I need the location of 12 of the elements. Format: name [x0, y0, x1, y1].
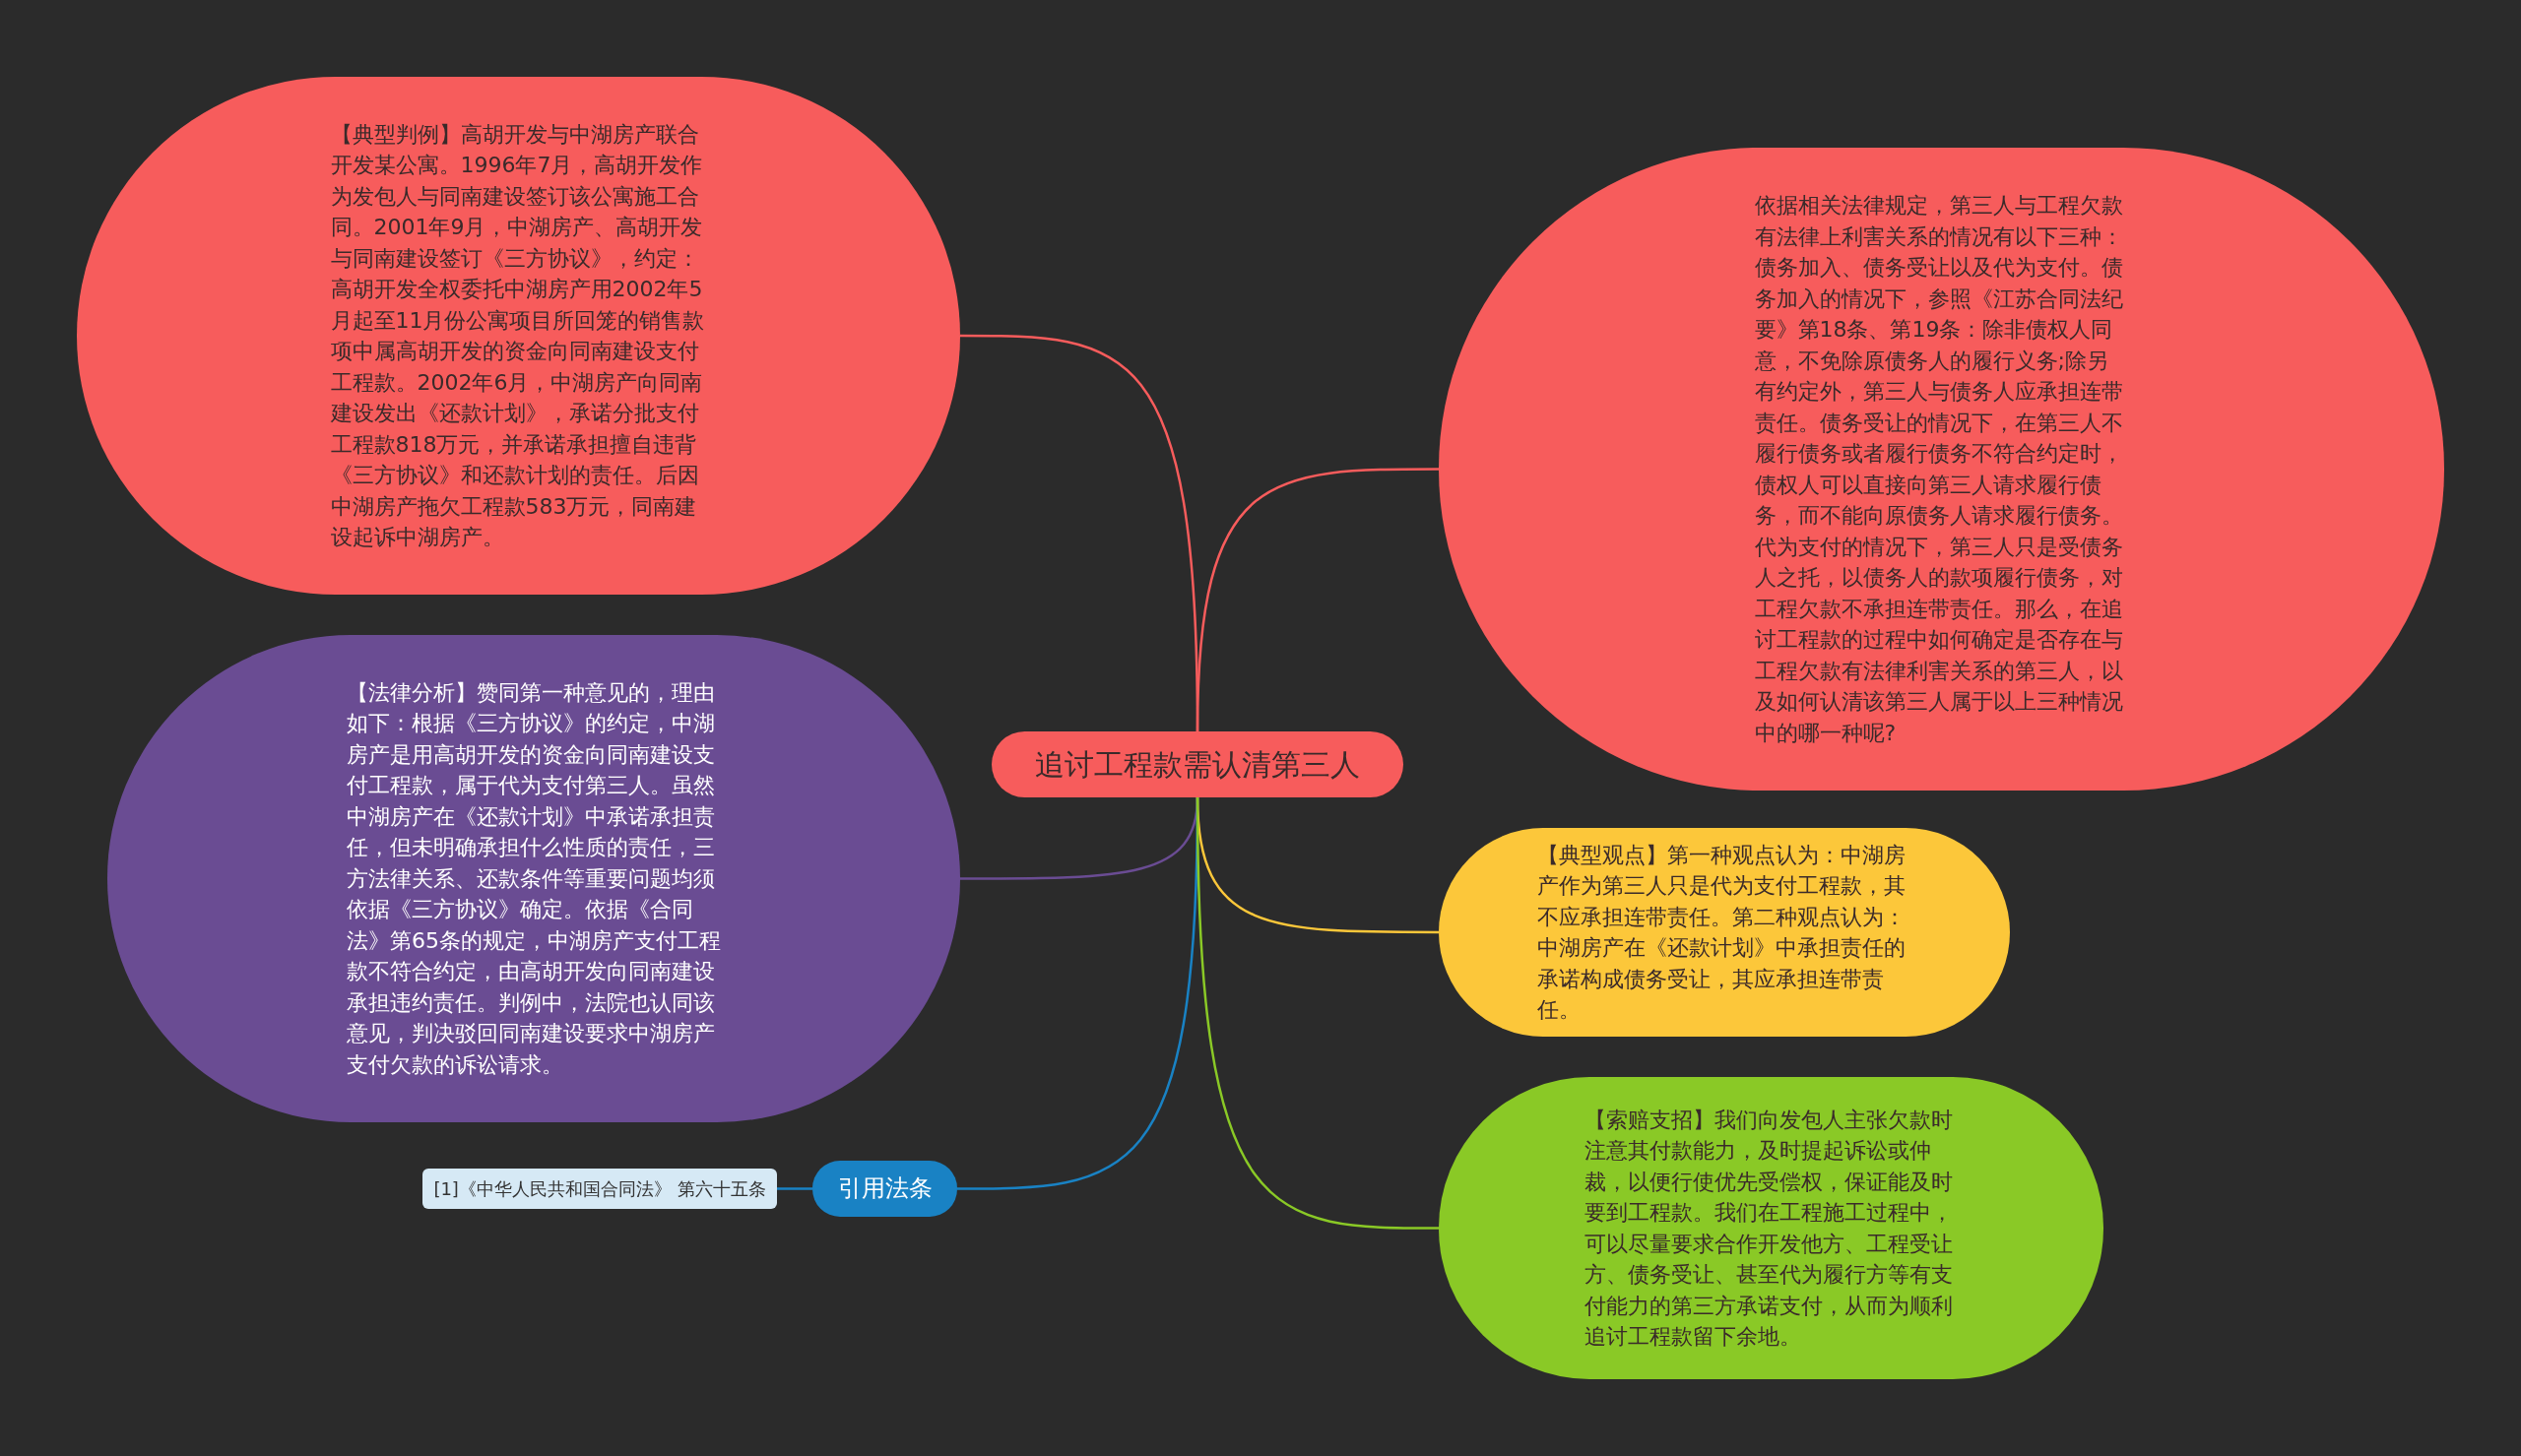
connector-line [777, 1187, 812, 1190]
reference-box [422, 1169, 777, 1209]
paragraph-text: 【典型观点】第一种观点认为：中湖房产作为第三人只是代为支付工程款，其不应承担连带责任。第二种观点认为：中湖房产在《还款计划》中承担责任的承诺构成债务受让，其应承担连带责任。 [1537, 841, 1907, 1024]
paragraph-text: 依据相关法律规定，第三人与工程欠款有法律上利害关系的情况有以下三种：债务加入、债务受让以及代为支付。债务加入的情况下，参照《江苏合同法纪要》第18条、第19条：除非债权人同意，不免除原债务人的履行义务;除另有约定外，第三人与债务人应承担连带责任。债务受让的情况下，在第三人不履行债务或者履行债务不符合约定时，债权人可以直接向第三人请求履行债务，而不能向原债务人请求履行债务。代为支付的情况下，第三人只是受债务人之托，以债务人的款项履行债务，对工程欠款不承担连带责任。那么，在追讨工程款的过程中如何确定是否存在与工程欠款有法律利害关系的第三人，以及如何认清该第三人属于以上三种情况中的哪一种呢? [1754, 192, 2124, 747]
connector-line [1196, 797, 1439, 1230]
topic-label: 引用法条 [837, 1174, 933, 1203]
paragraph-text: 【典型判例】高胡开发与中湖房产联合开发某公寓。1996年7月，高胡开发作为发包人与同南建设签订该公寓施工合同。2001年9月，中湖房产、高胡开发与同南建设签订《三方协议》，约定：高胡开发全权委托中湖房产用2002年5月起至11月份公寓项目所回笼的销售款项中属高胡开发的资金向同南建设支付工程款。2002年6月，中湖房产向同南建设发出《还款计划》，承诺分批支付工程款818万元，并承诺承担擅自违背《三方协议》和还款计划的责任。后因中湖房产拖欠工程款583万元，同南建设起诉中湖房产。 [330, 120, 706, 551]
topic-label: 追讨工程款需认清第三人 [1035, 746, 1360, 783]
topic-label: [1]《中华人民共和国合同法》 第六十五条 [433, 1177, 766, 1200]
paragraph-text: 【索赔支招】我们向发包人主张欠款时注意其付款能力，及时提起诉讼或仲裁，以便行使优先受偿权，保证能及时要到工程款。我们在工程施工过程中，可以尽量要求合作开发他方、工程受让方、债务受让、甚至代为履行方等有支付能力的第三方承诺支付，从而为顺利追讨工程款留下余地。 [1584, 1106, 1954, 1351]
paragraph-text: 【法律分析】赞同第一种意见的，理由如下：根据《三方协议》的约定，中湖房产是用高胡开发的资金向同南建设支付工程款，属于代为支付第三人。虽然中湖房产在《还款计划》中承诺承担责任，但未明确承担什么性质的责任，三方法律关系、还款条件等重要问题均须依据《三方协议》确定。依据《合同法》第65条的规定，中湖房产支付工程款不符合约定，由高胡开发向同南建设承担违约责任。判例中，法院也认同该意见，判决驳回同南建设要求中湖房产支付欠款的诉讼请求。 [347, 678, 721, 1079]
connector-line [1196, 468, 1439, 732]
